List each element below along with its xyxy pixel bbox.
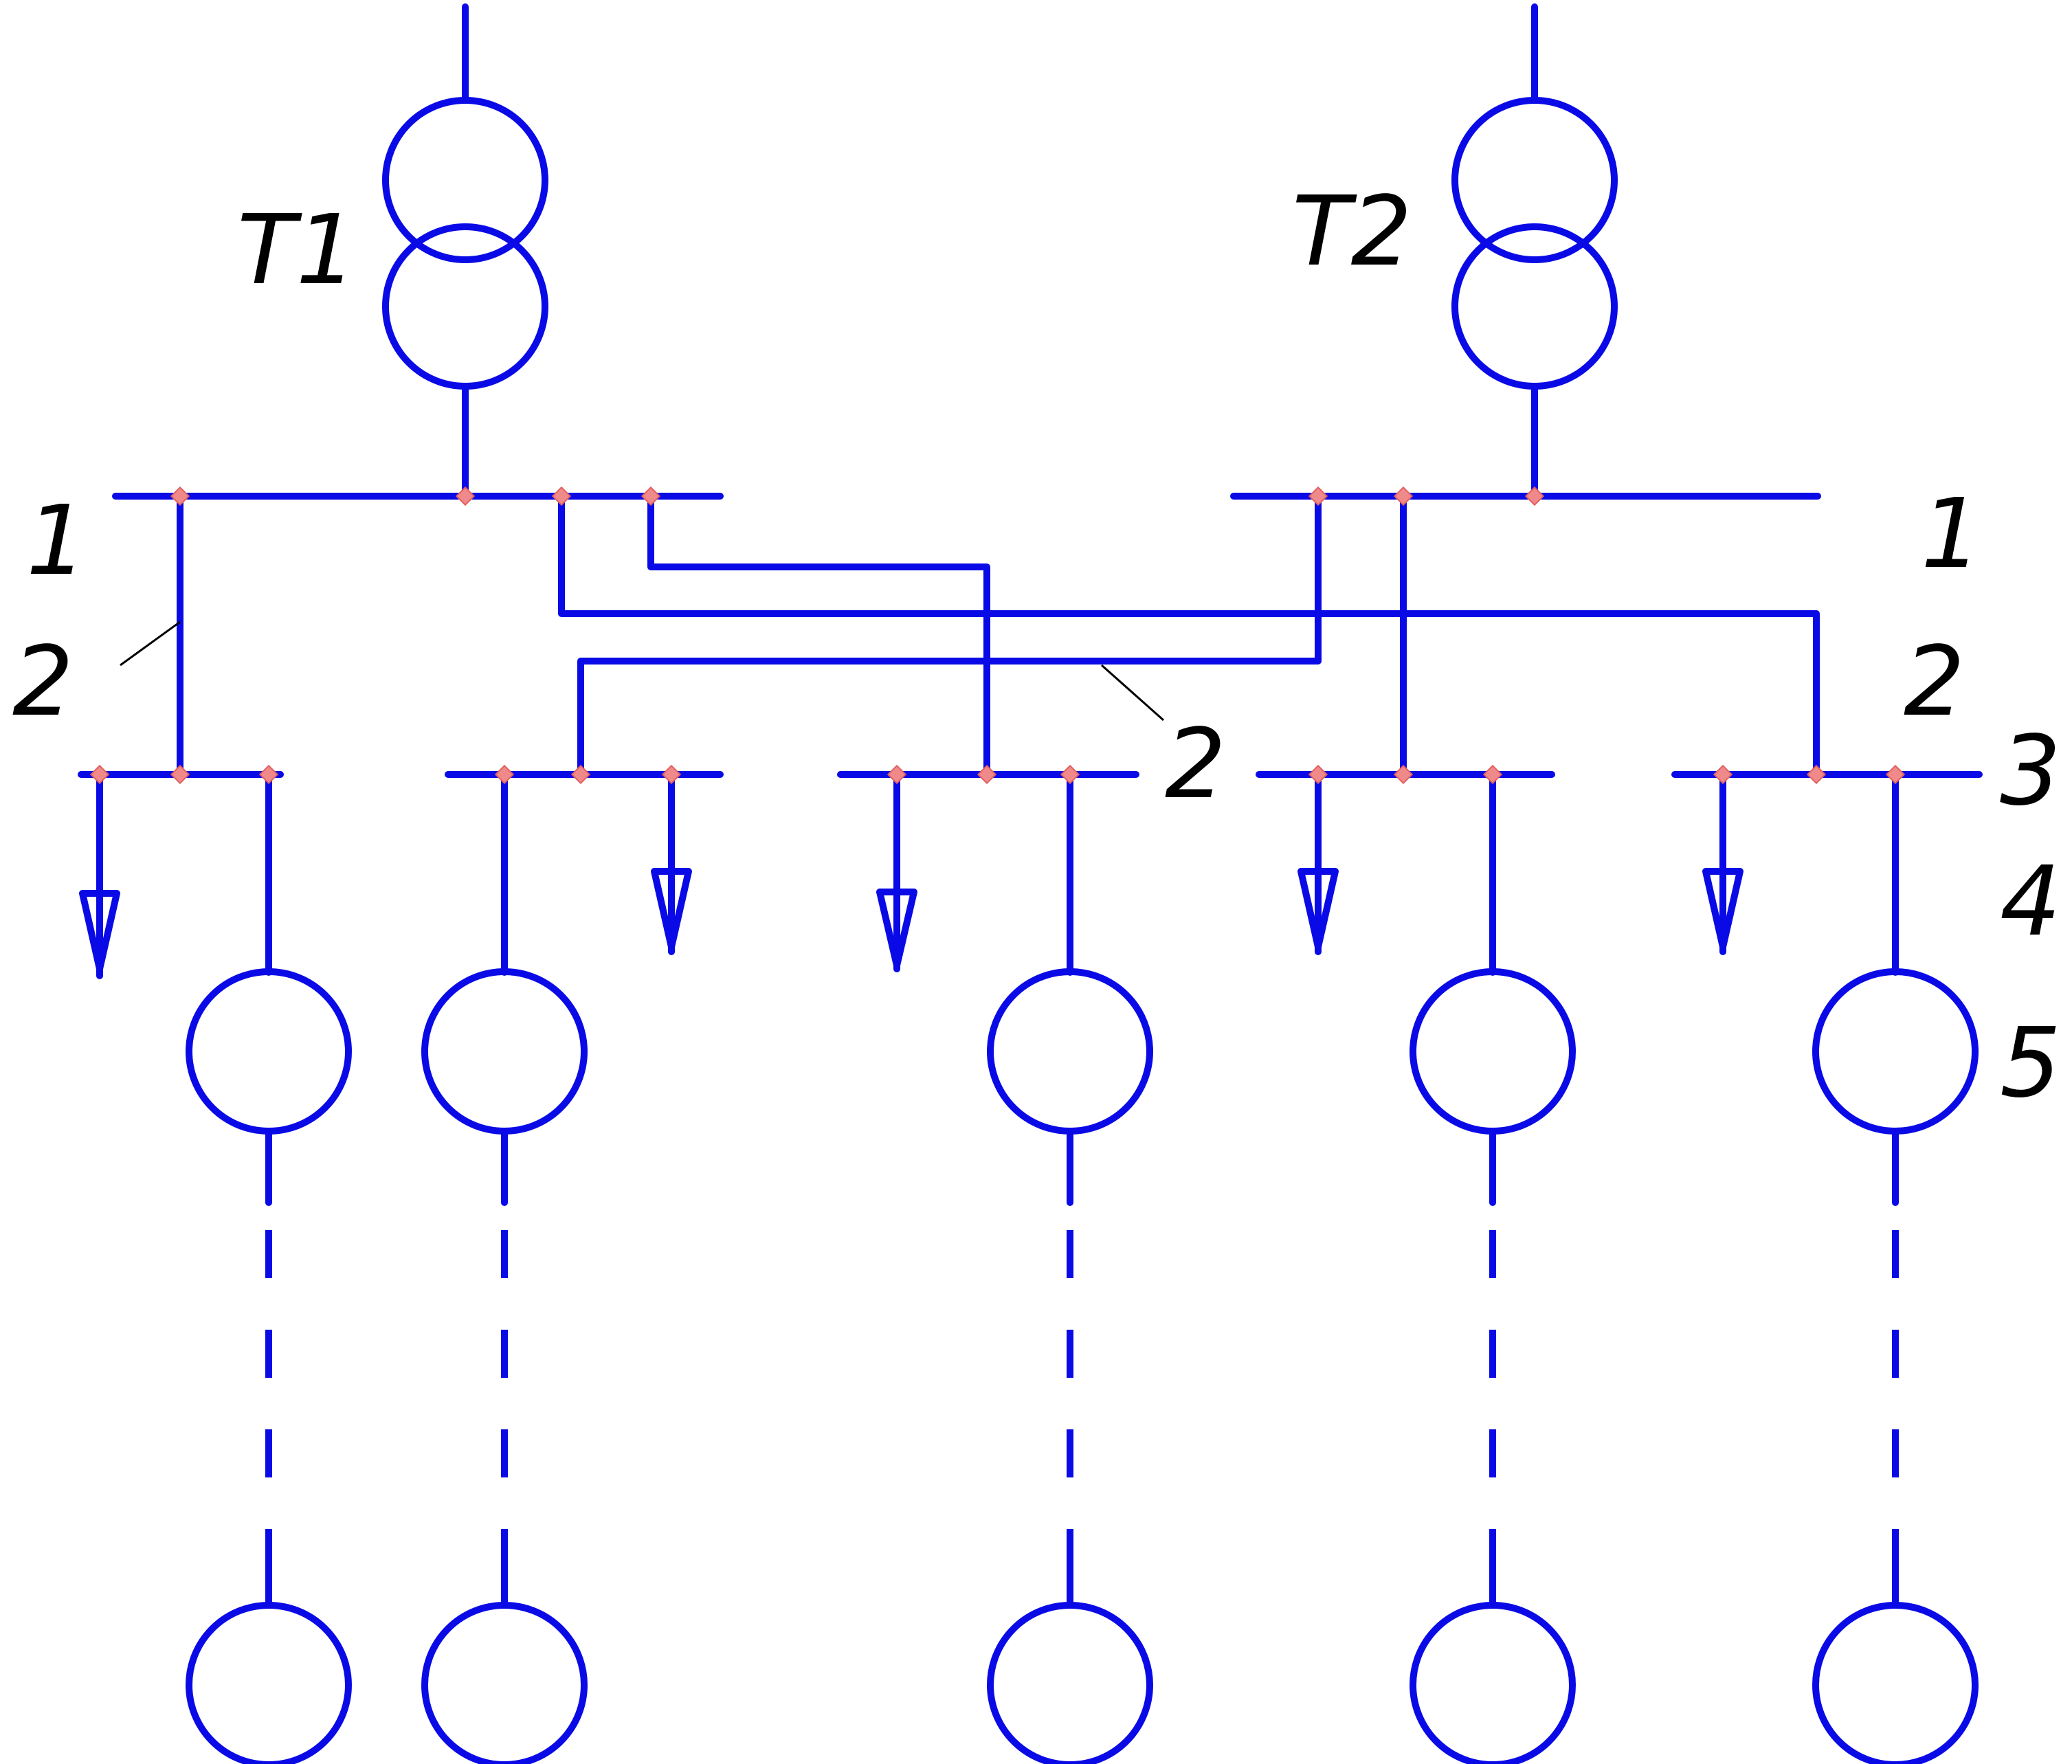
motor-icon [421,1602,588,1764]
junction-node-icon [1308,764,1328,785]
label-level-4: 4 [2000,846,2061,958]
load-arrow-icon [1297,771,1339,955]
label-t2: T2 [1292,176,1412,288]
junction-node-icon [551,486,572,506]
label-bus-1-left: 1 [26,485,87,597]
motor-branch [421,771,588,1764]
motor-icon [1410,968,1576,1135]
load-arrow-icon [876,771,917,972]
label-level-3: 3 [2000,715,2061,827]
label-link-2-center: 2 [1165,708,1226,820]
motor-branch [1812,771,1979,1764]
junction-node-icon [1482,764,1503,785]
junction-node-icon [494,764,515,785]
junction-node-icon [170,486,190,506]
transformer-icon [1451,97,1618,263]
label-link-2-right: 2 [1904,626,1965,738]
transformer-t1 [382,3,548,500]
junction-node-icon [1713,764,1733,785]
junction-node-icon [89,764,110,785]
junction-node-icon [887,764,907,785]
motor-branches [186,771,1979,1764]
label-level-5: 5 [2000,1007,2061,1119]
motor-icon [987,968,1153,1135]
junction-node-icon [661,764,682,785]
junction-node-icon [1060,764,1080,785]
junction-node-icon [1524,486,1545,506]
motor-icon [1812,968,1979,1135]
motor-icon [987,1602,1153,1764]
load-arrow-icon [1702,771,1744,955]
label-link-2-left: 2 [12,626,74,738]
motor-icon [1410,1602,1576,1764]
feeder-lines [177,493,1820,778]
motor-icon [421,968,588,1135]
transformer-icon [382,97,548,263]
load-arrow-icon [79,771,120,979]
junction-node-icon [1308,486,1328,506]
junction-node-icon [170,764,190,785]
transformer-t2 [1451,3,1618,500]
motor-icon [1812,1602,1979,1764]
junction-node-icon [258,764,279,785]
motor-icon [186,968,352,1135]
leader-line-center [1101,664,1164,722]
motor-branch [1410,771,1576,1764]
junction-nodes [89,486,1906,785]
junction-node-icon [1806,764,1827,785]
junction-node-icon [640,486,661,506]
leader-line-left [120,621,181,667]
junction-node-icon [1393,486,1414,506]
junction-node-icon [1393,764,1414,785]
motor-branch [186,771,352,1764]
label-t1: T1 [237,194,357,306]
junction-node-icon [455,486,476,506]
motor-icon [186,1602,352,1764]
motor-branch [987,771,1153,1764]
junction-node-icon [1885,764,1906,785]
label-bus-1-right: 1 [1921,478,1982,590]
load-arrows [79,771,1744,979]
junction-node-icon [570,764,591,785]
junction-node-icon [977,764,997,785]
load-arrow-icon [651,771,692,955]
